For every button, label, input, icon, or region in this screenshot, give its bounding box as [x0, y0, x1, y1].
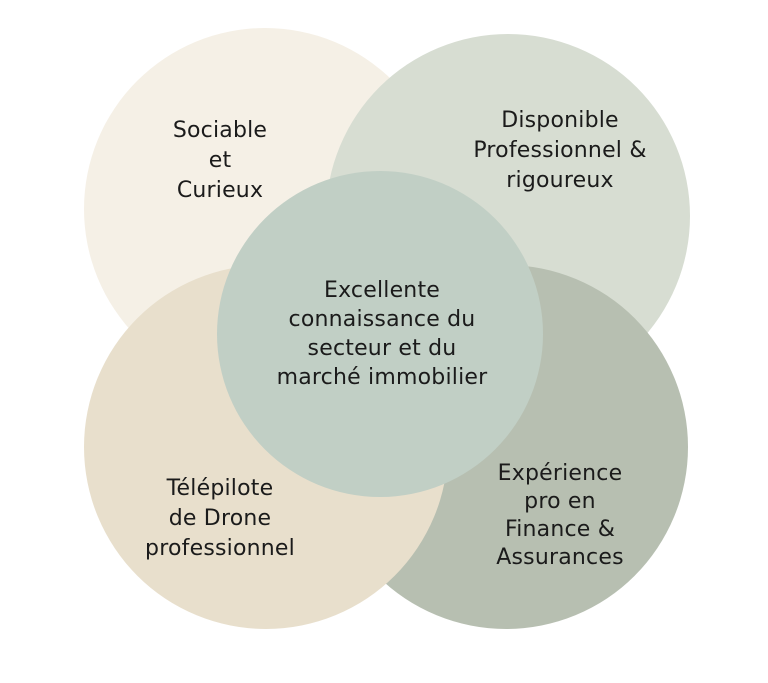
label-sociable-curieux: Sociable et Curieux — [172, 118, 268, 203]
label-telepilote-drone: Télépilote de Drone professionnel — [145, 476, 295, 561]
label-connaissance-marche: Excellente connaissance du secteur et du… — [276, 278, 488, 390]
label-disponible-rigoureux: Disponible Professionnel & rigoureux — [473, 108, 647, 193]
label-experience-finance: Expérience pro en Finance & Assurances — [496, 461, 624, 570]
circle-center — [217, 171, 543, 497]
